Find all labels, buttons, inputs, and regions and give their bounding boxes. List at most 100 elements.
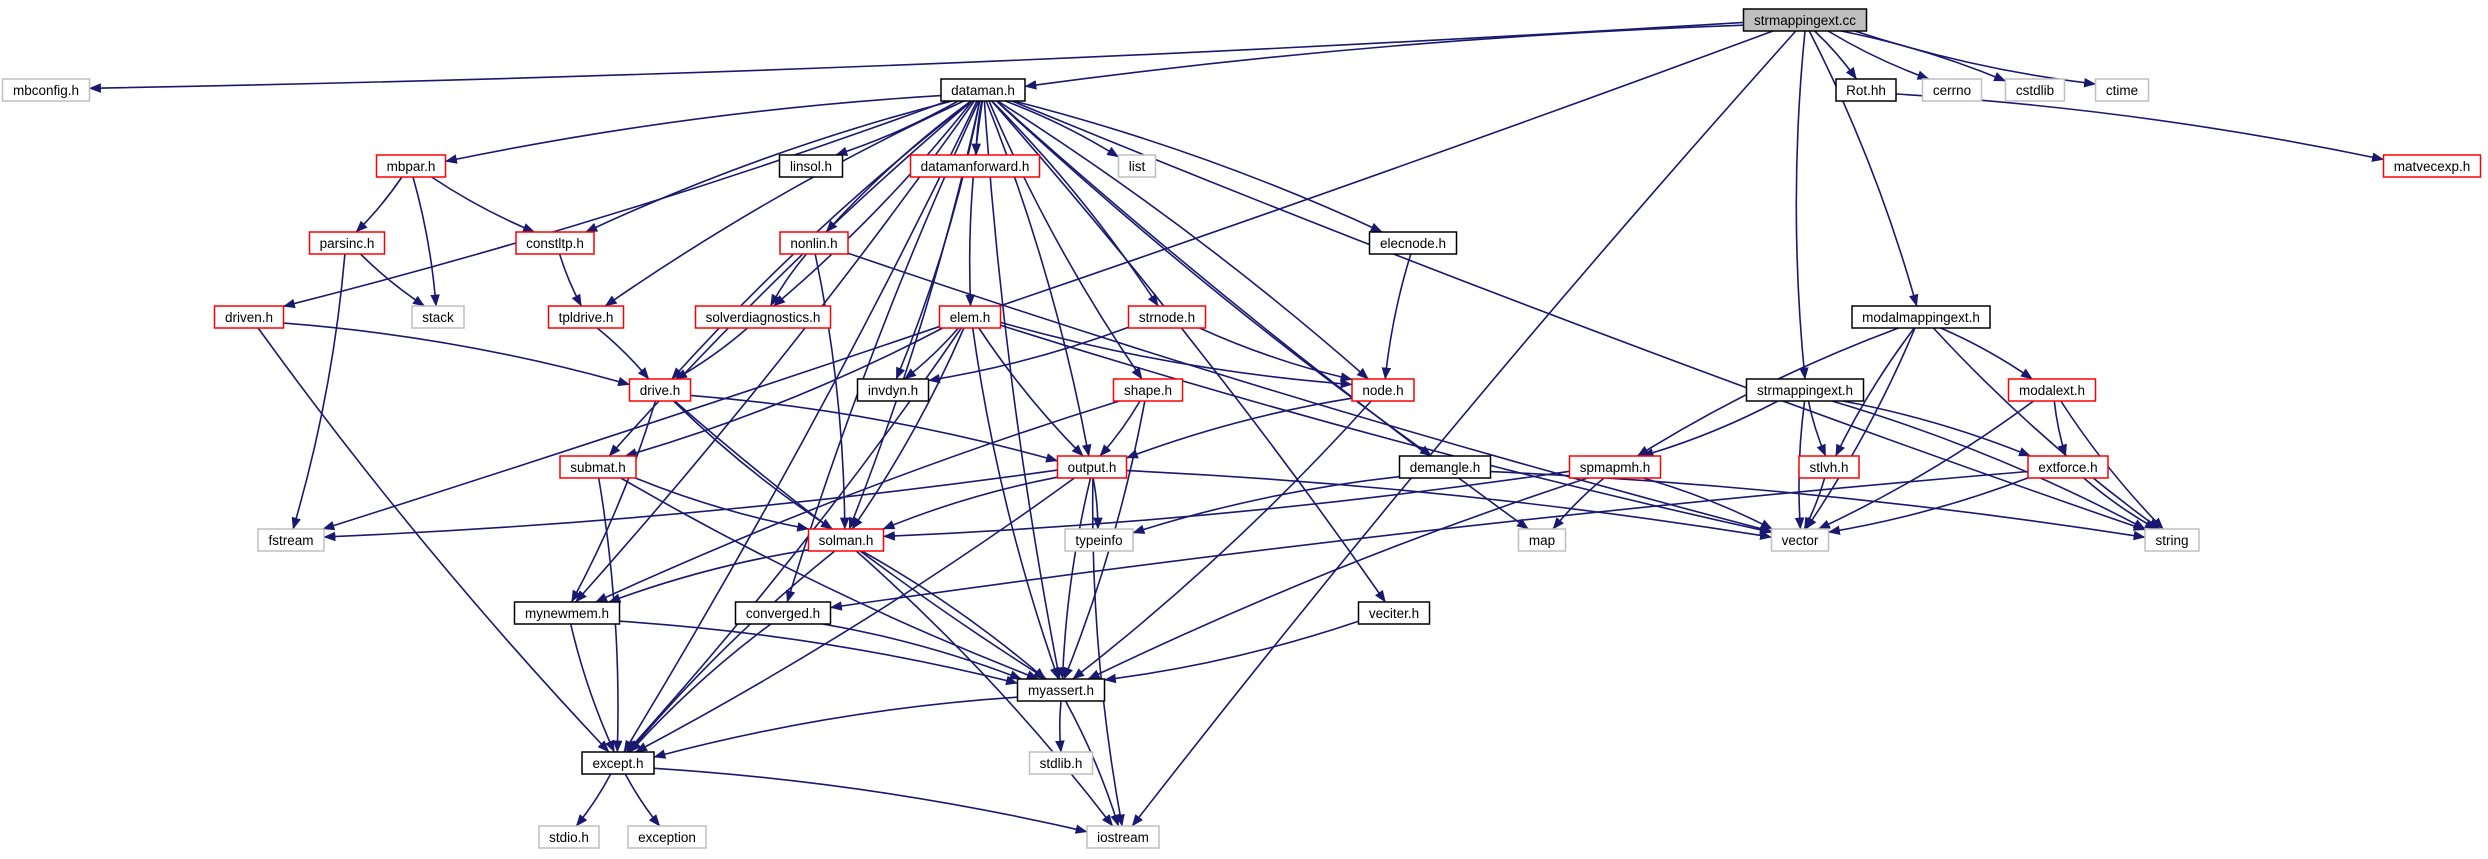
node-drive_h[interactable]: drive.h [628, 378, 692, 402]
node-submat_h[interactable]: submat.h [559, 455, 637, 479]
node-box-solman_h [807, 528, 885, 552]
node-label-exception: exception [638, 830, 696, 845]
node-demangle_h[interactable]: demangle.h [1398, 455, 1492, 479]
edge-rot_hh-to-matvecexp_h [1895, 93, 2385, 162]
edge-veciter_h-to-myassert_h [1103, 620, 1359, 684]
node-label-myassert_h: myassert.h [1028, 683, 1094, 698]
node-mynewmem_h[interactable]: mynewmem.h [513, 601, 621, 625]
node-label-stdlib_h: stdlib.h [1040, 756, 1083, 771]
node-stack: stack [411, 305, 465, 329]
node-strnode_h[interactable]: strnode.h [1127, 305, 1207, 329]
node-dataman_h[interactable]: dataman.h [940, 78, 1026, 102]
node-label-datamanforward_h: datamanforward.h [921, 159, 1030, 174]
node-veciter_h[interactable]: veciter.h [1357, 601, 1431, 625]
node-map: map [1517, 528, 1567, 552]
node-box-ctime [2094, 78, 2150, 102]
edge-demangle_h-to-typeinfo [1132, 475, 1400, 534]
node-box-cerrno [1921, 78, 1983, 102]
edge-dataman_h-to-shape_h [988, 100, 1143, 380]
node-modalmappingext_h[interactable]: modalmappingext.h [1851, 305, 1991, 329]
node-constltp_h[interactable]: constltp.h [515, 231, 595, 255]
node-box-spmapmh_h [1568, 455, 1662, 479]
edge-stlvh_h-to-vector [1803, 477, 1826, 530]
node-solman_h[interactable]: solman.h [807, 528, 885, 552]
node-rot_hh[interactable]: Rot.hh [1835, 78, 1897, 102]
edge-elem_h-to-output_h [978, 327, 1084, 457]
node-linsol_h[interactable]: linsol.h [778, 154, 844, 178]
node-box-strmappingext_cc [1742, 8, 1868, 32]
node-stlvh_h[interactable]: stlvh.h [1798, 455, 1860, 479]
node-spmapmh_h[interactable]: spmapmh.h [1568, 455, 1662, 479]
dependency-edges [88, 21, 2385, 834]
edge-output_h-to-vector [1126, 469, 1773, 541]
node-box-demangle_h [1398, 455, 1492, 479]
node-label-elem_h: elem.h [950, 310, 991, 325]
edge-spmapmh_h-to-myassert_h [1087, 477, 1588, 680]
edge-dataman_h-to-demangle_h [995, 100, 1432, 457]
node-label-matvecexp_h: matvecexp.h [2394, 159, 2471, 174]
node-strmappingext_cc[interactable]: strmappingext.cc [1742, 8, 1868, 32]
node-cstdlib: cstdlib [2004, 78, 2066, 102]
node-box-solverdiagnostics_h [694, 305, 832, 329]
node-box-stack [411, 305, 465, 329]
node-invdyn_h[interactable]: invdyn.h [856, 378, 930, 402]
node-solverdiagnostics_h[interactable]: solverdiagnostics.h [694, 305, 832, 329]
node-exception: exception [627, 825, 707, 849]
edge-modalmappingext_h-to-modalext_h [1940, 327, 2033, 380]
node-label-strmappingext_h: strmappingext.h [1757, 383, 1853, 398]
edge-dataman_h-to-node_h [997, 100, 1369, 380]
node-mbpar_h[interactable]: mbpar.h [375, 154, 447, 178]
node-myassert_h[interactable]: myassert.h [1016, 678, 1106, 702]
edge-dataman_h-to-tpldrive_h [604, 100, 965, 307]
node-label-driven_h: driven.h [225, 310, 273, 325]
node-box-datamanforward_h [909, 154, 1041, 178]
node-box-modalmappingext_h [1851, 305, 1991, 329]
node-tpldrive_h[interactable]: tpldrive.h [547, 305, 625, 329]
edge-nonlin_h-to-solman_h [814, 253, 850, 530]
node-box-elem_h [938, 305, 1002, 329]
edge-submat_h-to-solman_h [635, 477, 810, 532]
node-box-drive_h [628, 378, 692, 402]
node-modalext_h[interactable]: modalext.h [2007, 378, 2097, 402]
node-label-typeinfo: typeinfo [1075, 533, 1122, 548]
edge-elem_h-to-vector [1000, 324, 1773, 535]
edge-elem_h-to-node_h [1000, 321, 1353, 389]
node-except_h[interactable]: except.h [581, 751, 655, 775]
node-parsinc_h[interactable]: parsinc.h [308, 231, 386, 255]
edge-strmappingext_h-to-spmapmh_h [1641, 400, 1779, 458]
edge-strmappingext_cc-to-fstream [322, 30, 1774, 531]
node-label-dataman_h: dataman.h [951, 83, 1015, 98]
edge-spmapmh_h-to-solman_h [882, 470, 1570, 541]
node-box-stlvh_h [1798, 455, 1860, 479]
node-converged_h[interactable]: converged.h [734, 601, 832, 625]
node-elem_h[interactable]: elem.h [938, 305, 1002, 329]
node-fstream: fstream [257, 528, 325, 552]
edge-mbpar_h-to-constltp_h [431, 176, 535, 233]
node-datamanforward_h[interactable]: datamanforward.h [909, 154, 1041, 178]
node-nonlin_h[interactable]: nonlin.h [779, 231, 849, 255]
node-shape_h[interactable]: shape.h [1112, 378, 1184, 402]
node-elecnode_h[interactable]: elecnode.h [1368, 231, 1458, 255]
node-box-map [1517, 528, 1567, 552]
edge-modalmappingext_h-to-string [1932, 327, 2161, 530]
node-box-fstream [257, 528, 325, 552]
edge-elem_h-to-invdyn_h [904, 327, 960, 380]
node-node_h[interactable]: node.h [1351, 378, 1415, 402]
node-label-fstream: fstream [268, 533, 313, 548]
node-output_h[interactable]: output.h [1056, 455, 1128, 479]
edge-solman_h-to-mynewmem_h [608, 549, 809, 603]
node-box-stdio_h [538, 825, 600, 849]
edge-modalext_h-to-string [2060, 400, 2164, 530]
node-extforce_h[interactable]: extforce.h [2027, 455, 2109, 479]
node-label-shape_h: shape.h [1124, 383, 1172, 398]
node-strmappingext_h[interactable]: strmappingext.h [1745, 378, 1865, 402]
edge-dataman_h-to-strnode_h [991, 100, 1159, 307]
node-label-stlvh_h: stlvh.h [1809, 460, 1848, 475]
node-matvecexp_h[interactable]: matvecexp.h [2382, 154, 2482, 178]
edge-modalmappingext_h-to-stlvh_h [1834, 327, 1915, 457]
node-driven_h[interactable]: driven.h [213, 305, 285, 329]
edge-extforce_h-to-converged_h [829, 470, 2029, 611]
edge-solman_h-to-myassert_h [861, 550, 1046, 680]
edge-dataman_h-to-veciter_h [990, 100, 1387, 603]
edge-solman_h-to-except_h [628, 550, 836, 753]
